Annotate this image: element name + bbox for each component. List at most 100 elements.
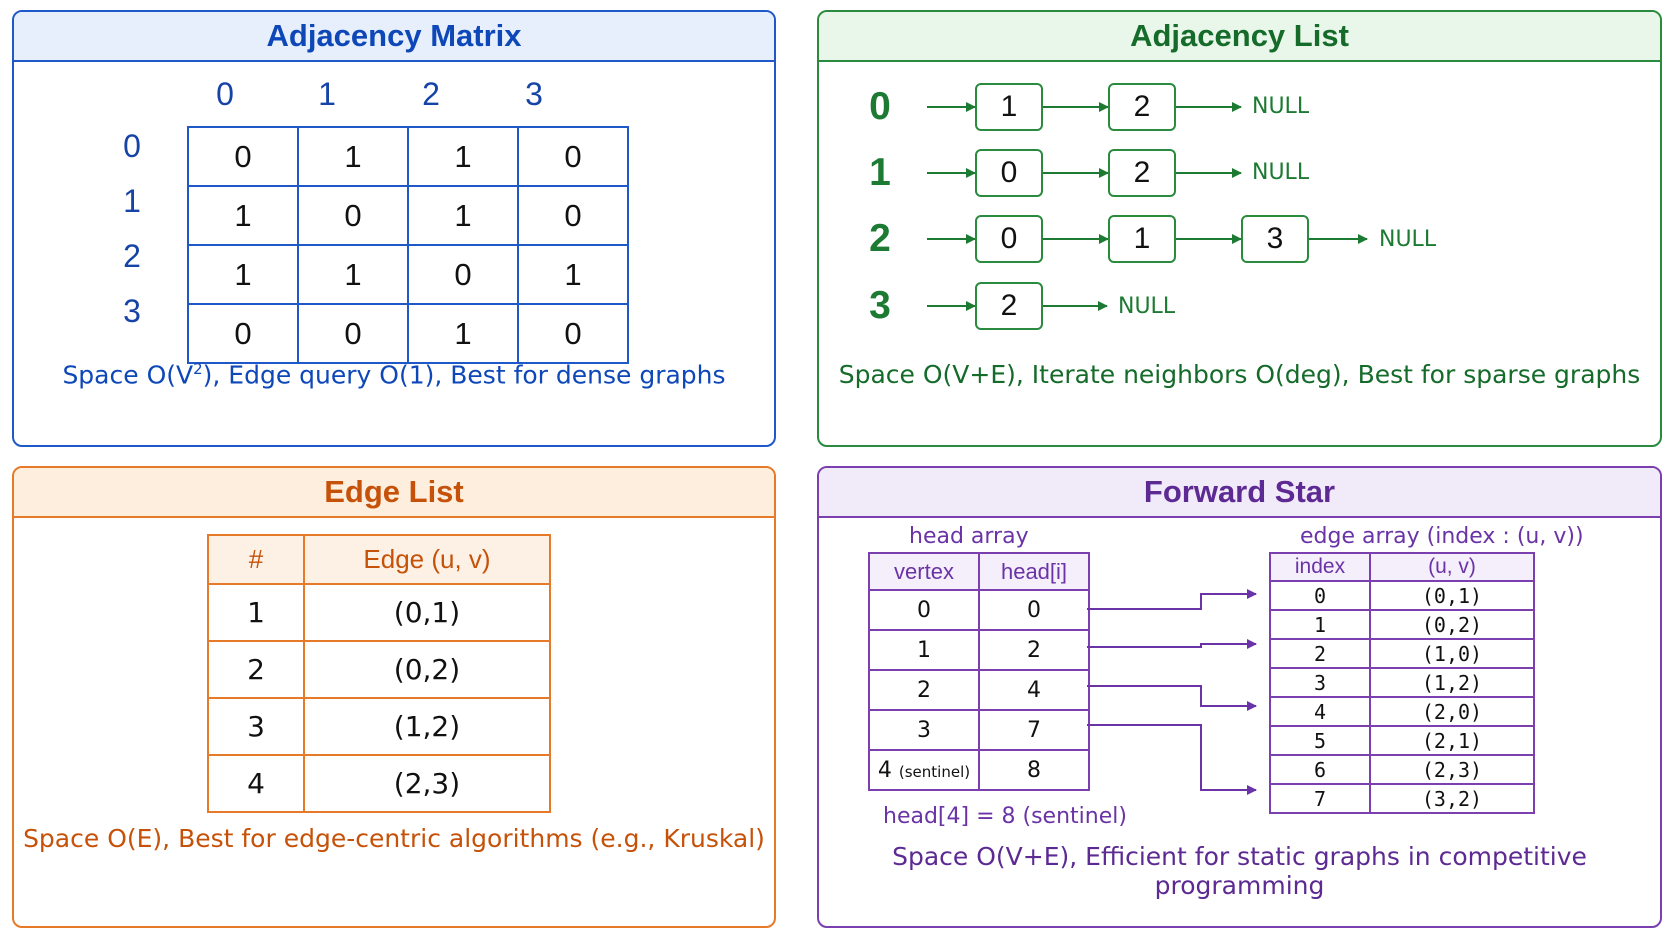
table-row: 4 (2,3) — [207, 754, 551, 813]
edge-pair: (3,2) — [1369, 783, 1535, 814]
adjacency-list-vertex: 2 — [869, 217, 891, 260]
list-node: 2 — [975, 282, 1043, 330]
column-header: head[i] — [978, 552, 1090, 591]
column-header: Edge (u, v) — [303, 534, 551, 585]
matrix-cell: 1 — [407, 303, 519, 364]
table-row: 4 (2,0) — [1269, 696, 1535, 727]
table-row: 3 (1,2) — [207, 697, 551, 756]
head-cell: 2 — [978, 629, 1090, 671]
footnote-text: Space O(V — [62, 360, 194, 390]
head-array-table: vertex head[i] 0 0 1 2 2 4 3 7 4 (sentin… — [868, 552, 1090, 791]
list-node: 2 — [1108, 83, 1176, 131]
table-row: 2 (0,2) — [207, 640, 551, 699]
edge-list-table: # Edge (u, v) 1 (0,1) 2 (0,2) 3 (1,2) 4 … — [207, 534, 551, 813]
matrix-cell: 0 — [297, 185, 409, 246]
null-terminator: NULL — [1379, 227, 1437, 252]
edge-index: 3 — [1269, 667, 1371, 698]
list-node: 1 — [1108, 215, 1176, 263]
null-terminator: NULL — [1252, 94, 1310, 119]
matrix-cell: 0 — [187, 303, 299, 364]
edge-pair: (0,1) — [1369, 580, 1535, 611]
column-header: # — [207, 534, 305, 585]
table-row: 6 (2,3) — [1269, 754, 1535, 785]
matrix-cell: 0 — [297, 303, 409, 364]
forward-star-body: head array vertex head[i] 0 0 1 2 2 4 3 … — [819, 520, 1660, 926]
edge-index: 2 — [1269, 638, 1371, 669]
list-node: 3 — [1241, 215, 1309, 263]
vertex-cell: 2 — [868, 669, 980, 711]
matrix-cell: 1 — [517, 244, 629, 305]
table-row: 7 (3,2) — [1269, 783, 1535, 814]
edge-array-table: index (u, v) 0 (0,1) 1 (0,2) 2 (1,0) 3 (… — [1269, 552, 1535, 814]
edge-pair: (2,1) — [1369, 725, 1535, 756]
edge-pair: (2,3) — [1369, 754, 1535, 785]
matrix-row: 0 1 1 0 — [187, 126, 629, 187]
list-node: 0 — [975, 215, 1043, 263]
adjacency-matrix-panel: Adjacency Matrix 0 1 2 3 0 1 2 3 0 1 1 0… — [12, 10, 776, 447]
edge-pair: (1,2) — [1369, 667, 1535, 698]
edge-index: 6 — [1269, 754, 1371, 785]
table-row: 5 (2,1) — [1269, 725, 1535, 756]
matrix-row-label: 0 — [123, 128, 141, 164]
adjacency-matrix-title: Adjacency Matrix — [14, 12, 774, 62]
matrix-row-label: 3 — [123, 293, 141, 329]
table-header-row: index (u, v) — [1269, 552, 1535, 582]
table-header-row: vertex head[i] — [868, 552, 1090, 591]
head-cell: 0 — [978, 589, 1090, 631]
table-row: 1 (0,1) — [207, 583, 551, 642]
vertex-cell: 4 (sentinel) — [868, 749, 980, 791]
adjacency-list-vertex: 1 — [869, 151, 891, 194]
table-row: 4 (sentinel) 8 — [868, 749, 1090, 791]
edge-number: 4 — [207, 754, 305, 813]
adjacency-matrix-body: 0 1 2 3 0 1 2 3 0 1 1 0 1 0 1 0 1 1 0 — [14, 64, 774, 445]
forward-star-title: Forward Star — [819, 468, 1660, 518]
matrix-cell: 0 — [517, 303, 629, 364]
footnote-superscript: 2 — [193, 360, 203, 378]
adjacency-list-arrows — [927, 102, 1368, 311]
edge-index: 0 — [1269, 580, 1371, 611]
edge-list-body: # Edge (u, v) 1 (0,1) 2 (0,2) 3 (1,2) 4 … — [14, 520, 774, 926]
forward-star-panel: Forward Star head array vertex head[i] 0… — [817, 466, 1662, 928]
column-header: vertex — [868, 552, 980, 591]
matrix-column-label: 1 — [318, 76, 336, 112]
table-row: 3 (1,2) — [1269, 667, 1535, 698]
table-row: 2 (1,0) — [1269, 638, 1535, 669]
adjacency-list-title: Adjacency List — [819, 12, 1660, 62]
table-row: 3 7 — [868, 709, 1090, 751]
adjacency-matrix-grid: 0 1 1 0 1 0 1 0 1 1 0 1 0 0 1 0 — [187, 126, 629, 364]
matrix-cell: 0 — [187, 126, 299, 187]
edge-pair: (1,0) — [1369, 638, 1535, 669]
matrix-cell: 1 — [297, 244, 409, 305]
adjacency-list-vertex: 0 — [869, 85, 891, 128]
edge-number: 3 — [207, 697, 305, 756]
edge-pair: (0,1) — [303, 583, 551, 642]
head-cell: 4 — [978, 669, 1090, 711]
forward-star-pointer-arrows — [1087, 589, 1257, 795]
null-terminator: NULL — [1252, 160, 1310, 185]
matrix-row: 1 1 0 1 — [187, 244, 629, 305]
pointer-arrow — [1087, 589, 1257, 610]
matrix-cell: 1 — [407, 126, 519, 187]
list-node: 0 — [975, 149, 1043, 197]
matrix-cell: 1 — [297, 126, 409, 187]
table-row: 1 (0,2) — [1269, 609, 1535, 640]
adjacency-list-panel: Adjacency List — [817, 10, 1662, 447]
adjacency-list-body: 0 1 2 NULL 1 0 2 NULL 2 0 1 3 NULL 3 2 N… — [819, 64, 1660, 445]
table-row: 1 2 — [868, 629, 1090, 671]
edge-pair: (0,2) — [1369, 609, 1535, 640]
list-node: 2 — [1108, 149, 1176, 197]
head-cell: 7 — [978, 709, 1090, 751]
matrix-cell: 0 — [407, 244, 519, 305]
vertex-cell: 1 — [868, 629, 980, 671]
adjacency-list-vertex: 3 — [869, 284, 891, 327]
head-array-caption: head array — [909, 524, 1029, 549]
pointer-arrow — [1087, 685, 1257, 711]
edge-pair: (2,3) — [303, 754, 551, 813]
table-row: 2 4 — [868, 669, 1090, 711]
pointer-arrow — [1087, 639, 1257, 649]
matrix-row-label: 1 — [123, 183, 141, 219]
matrix-cell: 1 — [187, 244, 299, 305]
head-cell: 8 — [978, 749, 1090, 791]
edge-index: 1 — [1269, 609, 1371, 640]
list-node: 1 — [975, 83, 1043, 131]
